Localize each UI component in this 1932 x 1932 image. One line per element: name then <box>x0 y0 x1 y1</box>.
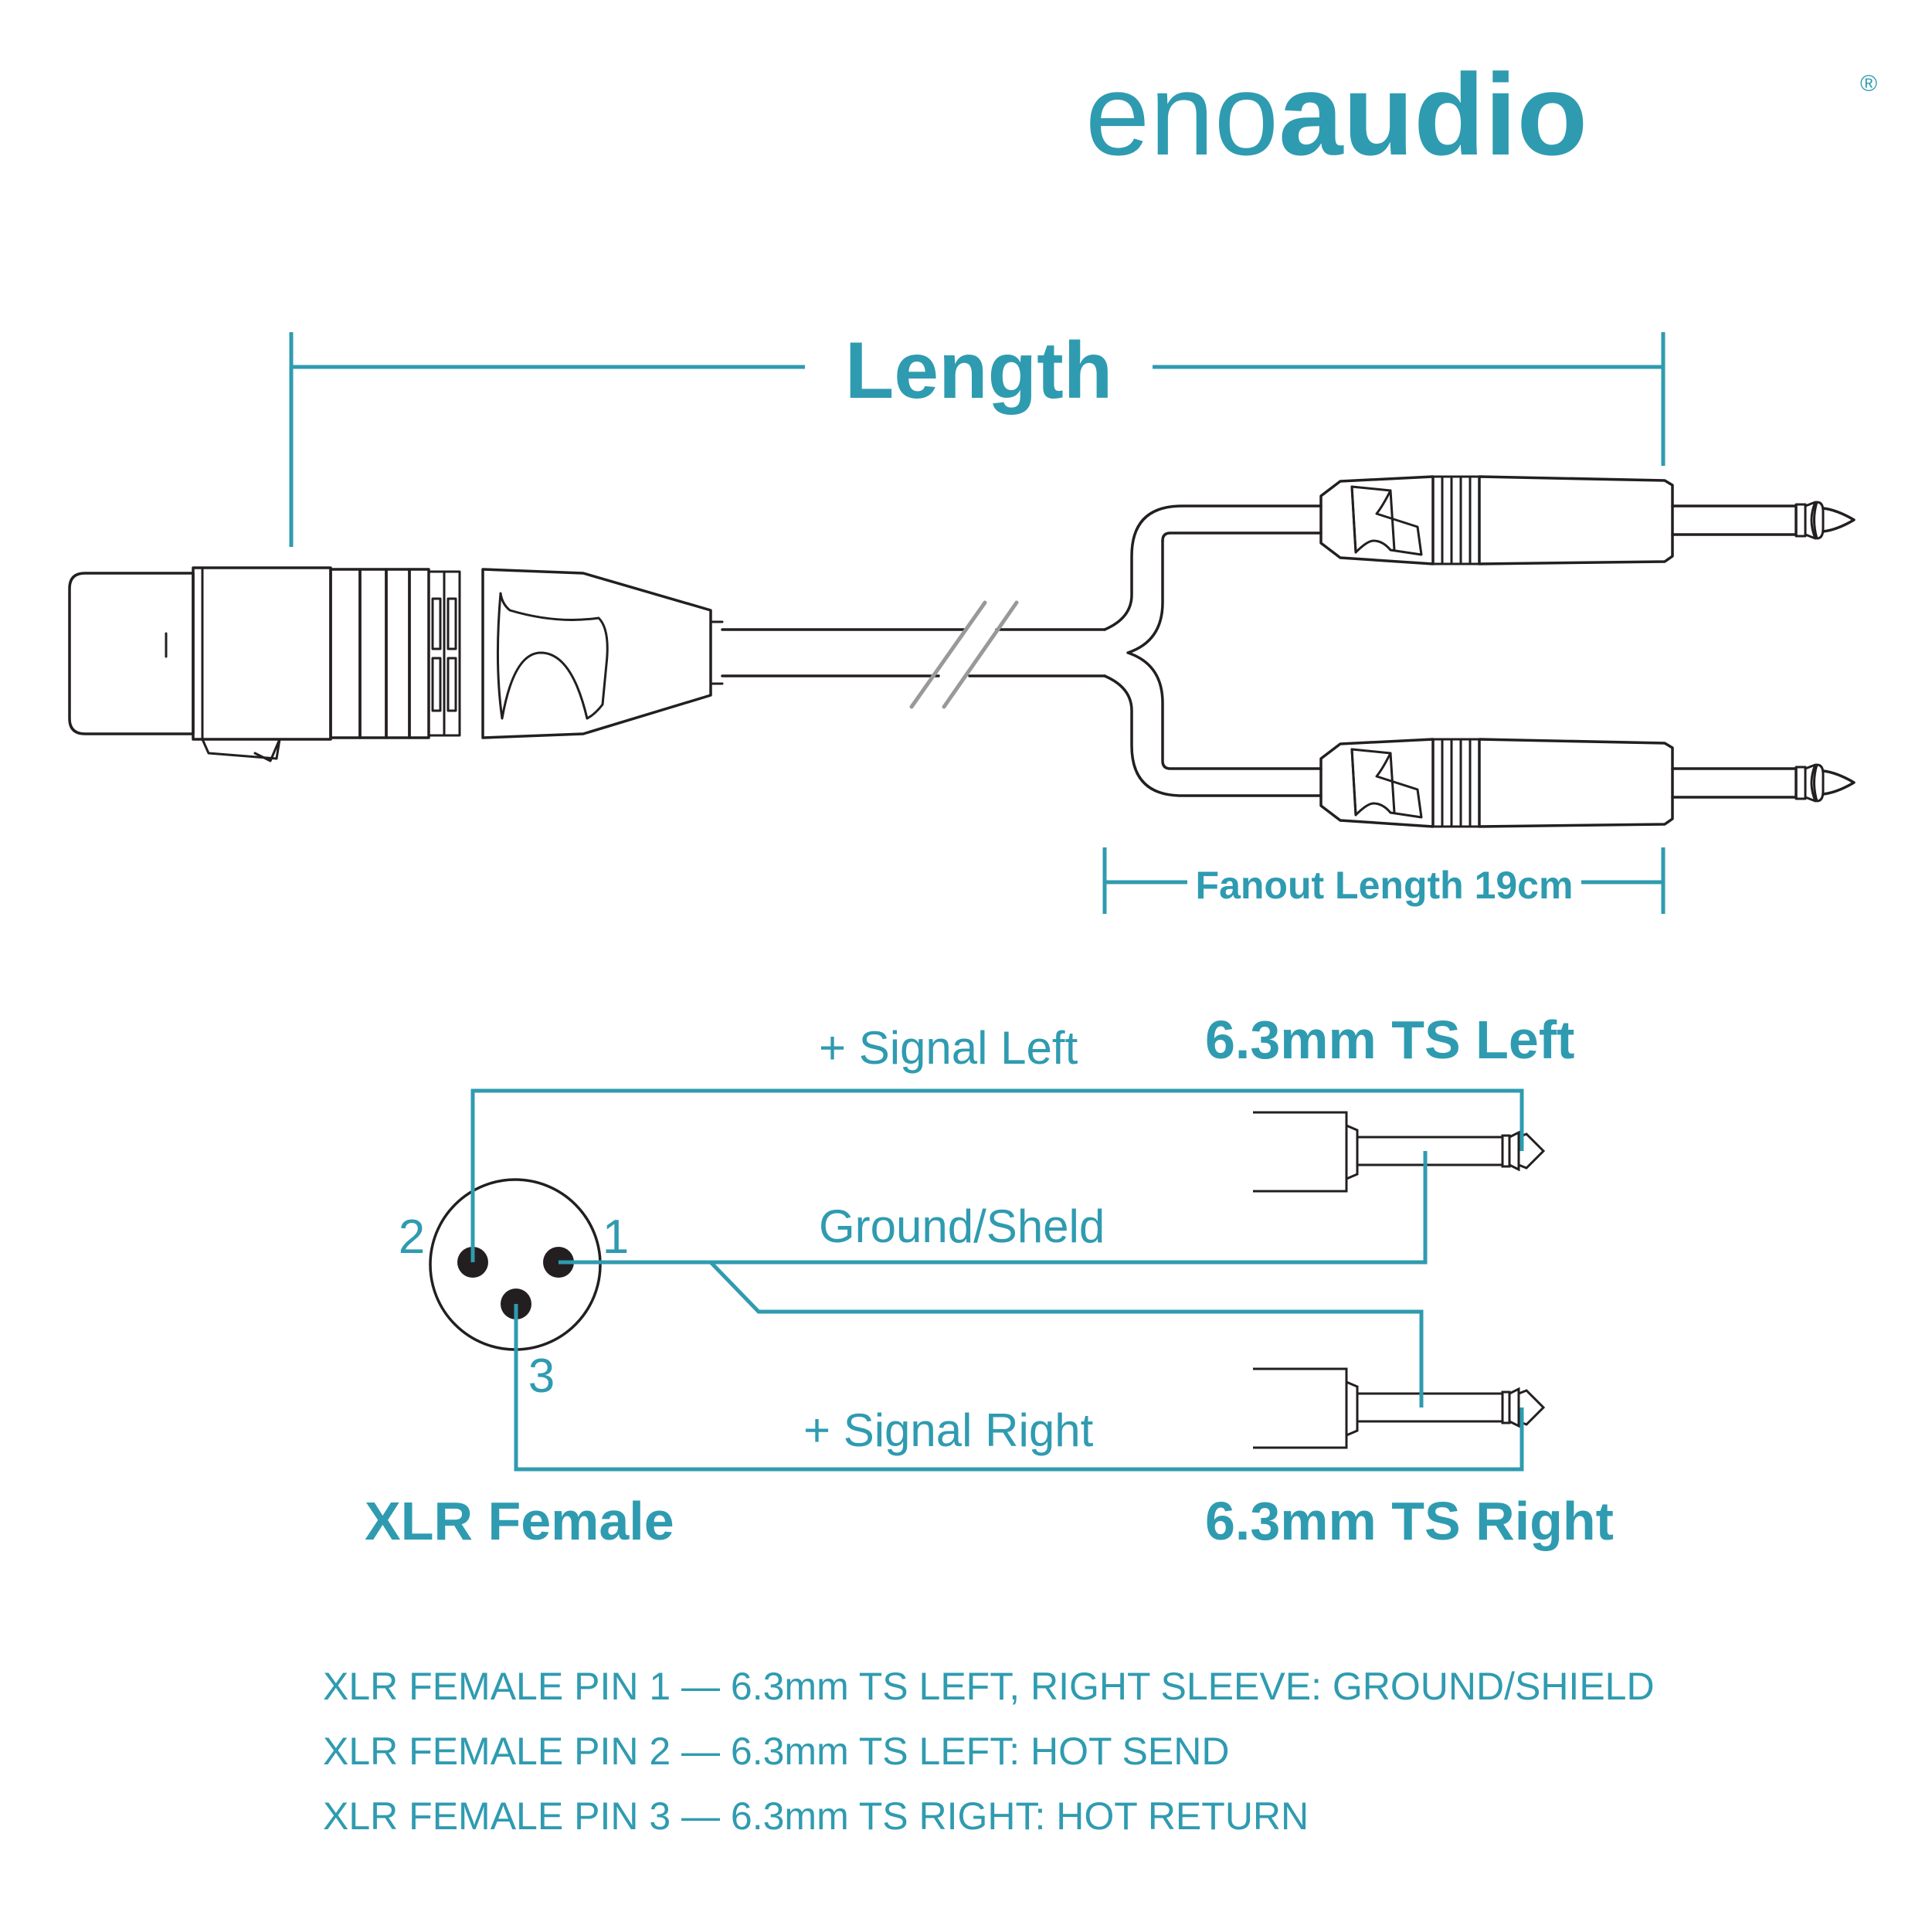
registered-mark: ® <box>1860 71 1877 97</box>
xlr-female-label: XLR Female <box>365 1491 674 1551</box>
ts-left-label: 6.3mm TS Left <box>1205 1010 1574 1070</box>
xlr-pin-face: 2 1 3 <box>399 1178 629 1403</box>
wire-signal-left <box>470 1088 1524 1262</box>
brand-logo: enoaudio ® <box>1085 49 1877 179</box>
pin-3-label: 3 <box>528 1350 555 1403</box>
length-dimension: Length <box>289 326 1665 547</box>
fanout-dimension: Fanout Length 19cm <box>1102 847 1665 914</box>
length-label: Length <box>845 326 1113 416</box>
pinout-notes: XLR FEMALE PIN 1 — 6.3mm TS LEFT, RIGHT … <box>323 1665 1655 1838</box>
wiring-schematic: 2 1 3 + Signal Left 6.3mm TS Left <box>365 1010 1614 1551</box>
brand-suffix: audio <box>1278 49 1587 179</box>
wire-signal-right <box>514 1304 1524 1472</box>
svg-text:enoaudio: enoaudio <box>1085 49 1587 179</box>
pin-1-label: 1 <box>603 1210 629 1264</box>
signal-right-label: + Signal Right <box>803 1404 1094 1456</box>
schematic-jack-right <box>1253 1367 1546 1449</box>
signal-left-label: + Signal Left <box>819 1022 1078 1074</box>
ts-right-label: 6.3mm TS Right <box>1205 1491 1614 1551</box>
pinout-note-1: XLR FEMALE PIN 1 — 6.3mm TS LEFT, RIGHT … <box>323 1665 1655 1708</box>
schematic-jack-left <box>1253 1111 1546 1193</box>
fanout-label: Fanout Length 19cm <box>1196 864 1574 907</box>
xlr-female-connector-drawing <box>68 566 724 762</box>
wire-ground-left <box>559 1151 1428 1265</box>
brand-prefix: eno <box>1085 49 1278 179</box>
ground-label: Ground/Sheld <box>819 1200 1105 1252</box>
pin-2-label: 2 <box>399 1210 425 1264</box>
cable-illustration <box>68 475 1856 828</box>
wire-ground-right <box>709 1261 1424 1407</box>
pinout-note-3: XLR FEMALE PIN 3 — 6.3mm TS RIGHT: HOT R… <box>323 1794 1309 1838</box>
main-cable-drawing <box>721 504 1323 797</box>
pinout-note-2: XLR FEMALE PIN 2 — 6.3mm TS LEFT: HOT SE… <box>323 1730 1229 1773</box>
lower-jack-drawing <box>1319 738 1856 828</box>
upper-jack-drawing <box>1319 475 1856 565</box>
